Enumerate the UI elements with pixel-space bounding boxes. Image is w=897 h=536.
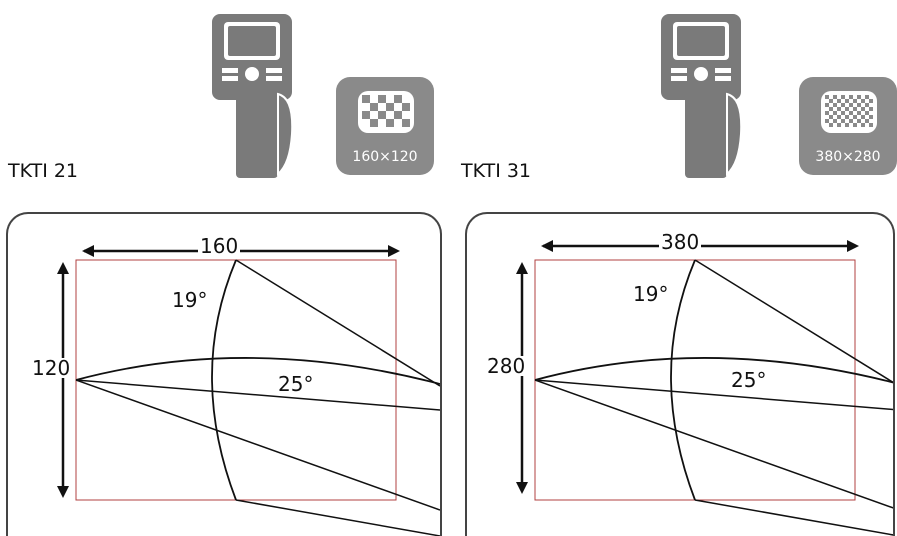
model-label: TKTI 31 xyxy=(461,160,532,182)
fov-diagram-frame: 380 280 19° 25° xyxy=(465,212,895,536)
resolution-label: 160×120 xyxy=(352,149,418,165)
height-label: 120 xyxy=(30,356,73,380)
panel-tkti-21: 160×120 TKTI 21 160 120 19° 25° xyxy=(0,0,448,536)
checkerboard-resolution-icon xyxy=(821,91,877,133)
resolution-badge: 380×280 xyxy=(799,77,897,175)
fov-diagram xyxy=(57,245,440,536)
fov-diagram xyxy=(516,240,893,536)
fov-diagram-frame: 160 120 19° 25° xyxy=(6,212,442,536)
resolution-badge: 160×120 xyxy=(336,77,434,175)
horizontal-fov-label: 25° xyxy=(731,368,767,392)
vertical-fov-label: 19° xyxy=(172,288,208,312)
resolution-label: 380×280 xyxy=(815,149,881,165)
panel-tkti-31: 380×280 TKTI 31 380 280 19° 25° xyxy=(449,0,897,536)
checkerboard-resolution-icon xyxy=(358,91,414,133)
thermal-camera-icon xyxy=(212,14,294,178)
thermal-camera-icon xyxy=(661,14,743,178)
horizontal-fov-label: 25° xyxy=(278,372,314,396)
height-label: 280 xyxy=(485,354,528,378)
width-label: 160 xyxy=(198,234,241,258)
vertical-fov-label: 19° xyxy=(633,282,669,306)
width-label: 380 xyxy=(659,230,702,254)
model-label: TKTI 21 xyxy=(8,160,79,182)
